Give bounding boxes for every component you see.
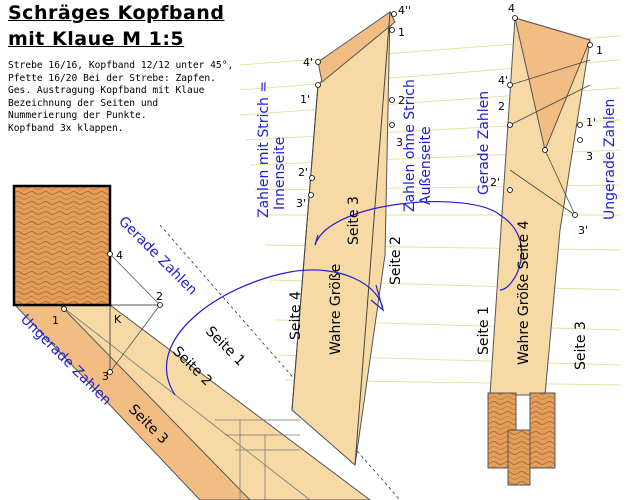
point-4ss-label: 4'' bbox=[398, 4, 411, 17]
point-2s-label: 2' bbox=[298, 166, 308, 179]
description: Strebe 16/16, Kopfband 12/12 unter 45°, … bbox=[8, 60, 234, 134]
label-zahlen-mit-strich: Zahlen mit Strich = bbox=[256, 81, 272, 218]
point-3-right-label: 3 bbox=[586, 150, 593, 163]
title-line-1: Schräges Kopfband bbox=[8, 2, 225, 24]
label-seite-2-mid: Seite 2 bbox=[388, 236, 404, 285]
label-gerade-zahlen-right: Gerade Zahlen bbox=[476, 91, 492, 195]
label-zahlen-ohne-strich: Zahlen ohne Strich bbox=[402, 79, 418, 212]
point-1s-right-label: 1' bbox=[586, 116, 596, 129]
point-2s-right-label: 2' bbox=[490, 176, 500, 189]
label-wahre-groesse-seite-4: Wahre Größe Seite 4 bbox=[516, 220, 532, 365]
label-seite-3-right: Seite 3 bbox=[573, 321, 589, 370]
title-line-2: mit Klaue M 1:5 bbox=[8, 28, 185, 50]
label-seite-1-right: Seite 1 bbox=[476, 306, 492, 355]
point-3s-label: 3' bbox=[296, 197, 306, 210]
point-1s-label: 1' bbox=[300, 93, 310, 106]
fold-arrows bbox=[166, 201, 523, 396]
label-innenseite: Innenseite bbox=[272, 137, 288, 210]
board-right bbox=[487, 17, 591, 486]
board-middle bbox=[291, 10, 396, 466]
point-4-right-label: 4 bbox=[508, 2, 515, 15]
point-2-right-label: 2 bbox=[498, 100, 505, 113]
label-ungerade-zahlen-right: Ungerade Zahlen bbox=[602, 99, 618, 220]
point-k-label: K bbox=[114, 313, 122, 326]
kopfband-projection bbox=[13, 224, 401, 500]
label-seite-4-mid: Seite 4 bbox=[288, 291, 304, 340]
label-gerade-zahlen-left: Gerade Zahlen bbox=[115, 214, 200, 299]
label-seite-1-left: Seite 1 bbox=[202, 324, 248, 370]
point-1-right-label: 1 bbox=[596, 44, 603, 57]
label-seite-3-mid: Seite 3 bbox=[346, 196, 362, 245]
point-2-mid-label: 2 bbox=[398, 94, 405, 107]
construction-points bbox=[61, 11, 593, 375]
point-2-label: 2 bbox=[156, 290, 163, 303]
label-wahre-groesse-mid: Wahre Größe bbox=[328, 264, 344, 355]
point-3-label: 3 bbox=[102, 370, 109, 383]
point-1-label: 1 bbox=[52, 314, 59, 327]
point-4s-label: 4' bbox=[303, 56, 313, 69]
label-aussenseite: Außenseite bbox=[418, 126, 434, 205]
point-3-mid-label: 3 bbox=[396, 136, 403, 149]
point-4s-right-label: 4' bbox=[498, 74, 508, 87]
point-1-mid-label: 1 bbox=[398, 26, 405, 39]
point-4-label: 4 bbox=[116, 249, 123, 262]
point-3s-right-label: 3' bbox=[578, 224, 588, 237]
pfette-section bbox=[12, 184, 112, 307]
